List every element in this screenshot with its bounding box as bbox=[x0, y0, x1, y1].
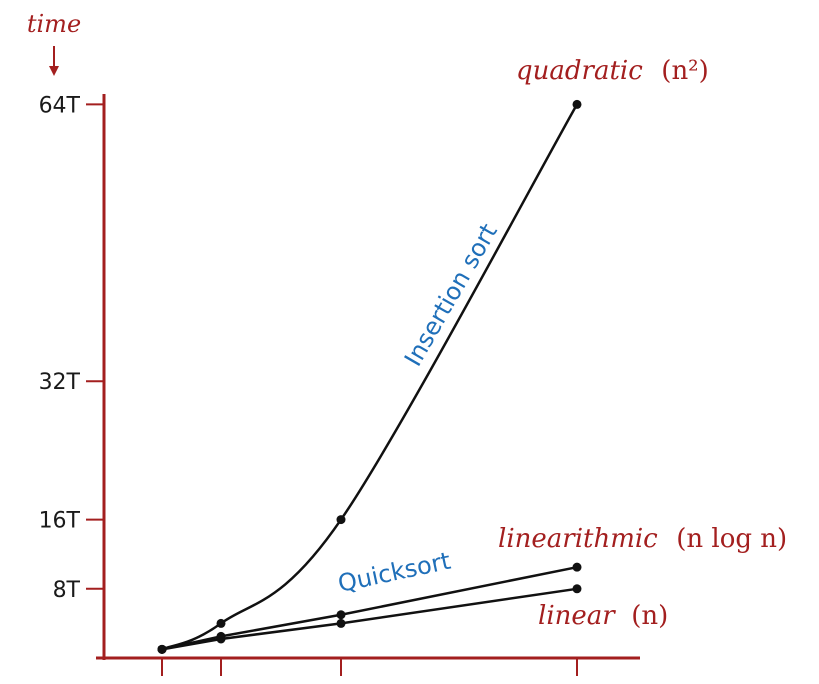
y-tick-label: 8T bbox=[53, 578, 81, 603]
data-point-quadratic bbox=[216, 618, 226, 628]
series-label-linear: linear (n) bbox=[538, 601, 668, 631]
data-point-linear bbox=[572, 584, 582, 594]
data-point-quadratic bbox=[336, 515, 346, 525]
y-tick-label: 64T bbox=[39, 93, 81, 118]
y-tick-label: 32T bbox=[39, 370, 81, 395]
y-axis-label-arrow-head bbox=[49, 66, 59, 76]
y-axis-label: time bbox=[27, 10, 81, 38]
annotation-quicksort: Quicksort bbox=[335, 547, 453, 598]
data-point-linear bbox=[157, 644, 167, 654]
x-ticks bbox=[161, 658, 578, 676]
series-line-linearithmic bbox=[161, 565, 578, 651]
series-label-linearithmic: linearithmic (n log n) bbox=[498, 524, 787, 554]
data-point-linear bbox=[216, 634, 226, 644]
data-point-linearithmic bbox=[336, 610, 346, 620]
series-line-linear bbox=[161, 587, 578, 651]
annotation-insertion-sort: Insertion sort bbox=[399, 219, 503, 371]
series bbox=[157, 99, 582, 654]
y-tick-label: 16T bbox=[39, 509, 81, 534]
data-point-linearithmic bbox=[572, 562, 582, 572]
data-point-linear bbox=[336, 618, 346, 628]
y-ticks: 64T 32T 16T 8T bbox=[39, 93, 104, 603]
data-point-quadratic bbox=[572, 99, 582, 109]
series-label-quadratic: quadratic (n²) bbox=[516, 56, 709, 86]
series-line-quadratic bbox=[161, 103, 579, 651]
